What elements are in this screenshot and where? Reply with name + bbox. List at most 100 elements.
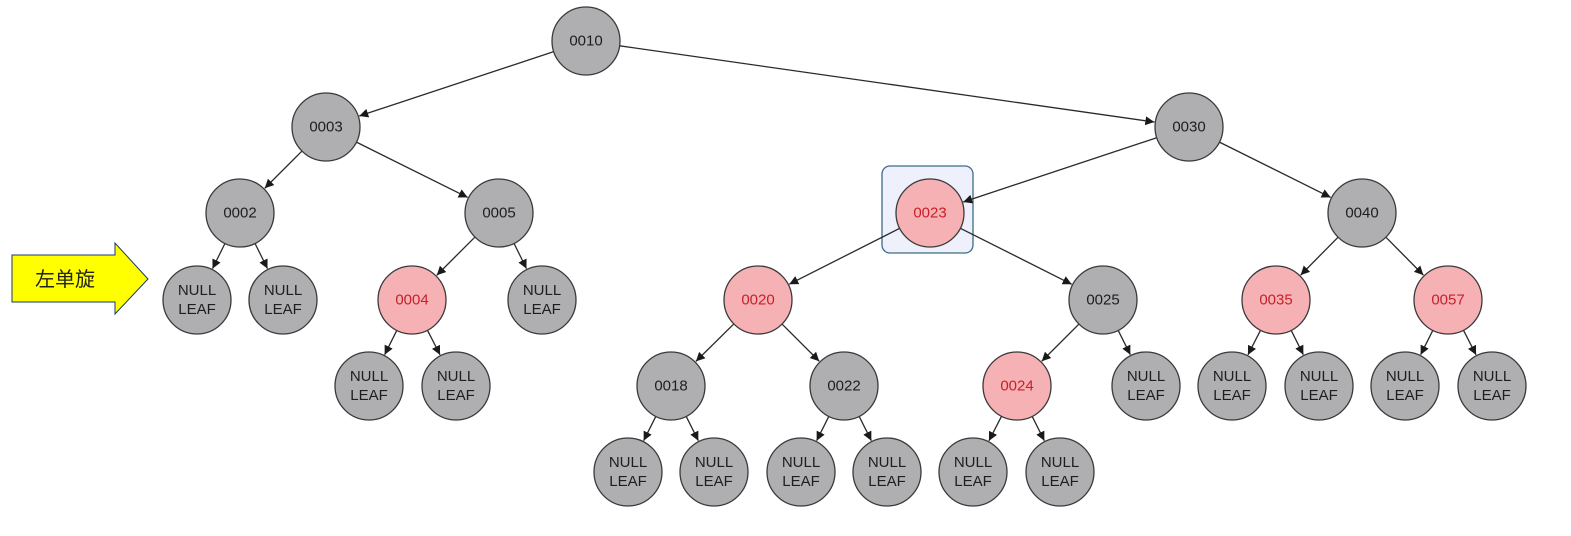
edge-n0040-n0035 <box>1300 236 1339 276</box>
edge-n0004-l0004a <box>384 330 398 355</box>
node-label: 0005 <box>482 205 515 222</box>
node-label: LEAF <box>523 301 561 318</box>
edge-n0003-n0005 <box>356 141 468 199</box>
edge-n0025-n0024 <box>1041 323 1080 362</box>
node-circle <box>421 351 491 421</box>
edge-n0010-n0030 <box>619 45 1155 126</box>
edge-n0023-n0025 <box>960 227 1073 285</box>
null-leaf-node: NULL LEAF <box>593 437 663 507</box>
node-label: 0022 <box>827 378 860 395</box>
node-circle <box>895 178 965 248</box>
tree-node-0030: 0030 <box>1154 92 1224 162</box>
node-circle <box>551 6 621 76</box>
edge-n0005-l0005b <box>513 243 528 269</box>
edge-n0030-n0023 <box>963 137 1157 204</box>
edge-n0035-l0035a <box>1247 329 1262 356</box>
edge-n0022-l0022b <box>858 416 872 441</box>
node-label: 0024 <box>1000 378 1033 395</box>
node-circle <box>636 351 706 421</box>
node-label: NULL <box>1213 368 1251 385</box>
node-label: 0010 <box>569 33 602 50</box>
node-label: 0004 <box>395 292 428 309</box>
node-label: LEAF <box>1300 387 1338 404</box>
node-circle <box>1111 351 1181 421</box>
node-circle <box>162 265 232 335</box>
edge-n0022-l0022a <box>816 416 830 441</box>
node-label: NULL <box>178 282 216 299</box>
node-label: LEAF <box>1473 387 1511 404</box>
node-circle <box>507 265 577 335</box>
tree-node-0025: 0025 <box>1068 265 1138 335</box>
edge-n0023-n0020 <box>788 227 900 285</box>
node-circle <box>205 178 275 248</box>
node-label: NULL <box>954 454 992 471</box>
node-circle <box>1457 351 1527 421</box>
tree-node-0010: 0010 <box>551 6 621 76</box>
tree-node-0040: 0040 <box>1327 178 1397 248</box>
node-circle <box>1197 351 1267 421</box>
node-label: LEAF <box>1213 387 1251 404</box>
node-circle <box>938 437 1008 507</box>
tree-node-0022: 0022 <box>809 351 879 421</box>
edge-n0057-l0057a <box>1420 330 1434 355</box>
node-label: NULL <box>609 454 647 471</box>
node-circle <box>1370 351 1440 421</box>
node-label: 0003 <box>309 119 342 136</box>
null-leaf-node: NULL LEAF <box>1370 351 1440 421</box>
tree-node-0024: 0024 <box>982 351 1052 421</box>
edge-n0002-l0002b <box>254 243 269 269</box>
node-label: 0057 <box>1431 292 1464 309</box>
node-label: NULL <box>1386 368 1424 385</box>
node-circle <box>723 265 793 335</box>
node-label: 0040 <box>1345 205 1378 222</box>
edge-n0030-n0040 <box>1219 141 1331 199</box>
tree-node-0005: 0005 <box>464 178 534 248</box>
node-label: 0002 <box>223 205 256 222</box>
node-label: LEAF <box>1386 387 1424 404</box>
edge-n0005-n0004 <box>436 236 476 276</box>
node-circle <box>809 351 879 421</box>
node-label: NULL <box>1127 368 1165 385</box>
edge-n0010-n0003 <box>359 51 554 118</box>
node-label: 0030 <box>1172 119 1205 136</box>
node-circle <box>1068 265 1138 335</box>
node-label: LEAF <box>782 473 820 490</box>
node-label: LEAF <box>609 473 647 490</box>
node-label: LEAF <box>1041 473 1079 490</box>
edge-n0004-l0004b <box>426 329 441 356</box>
edge-n0025-l0025b <box>1117 330 1131 355</box>
node-circle <box>377 265 447 335</box>
node-label: NULL <box>264 282 302 299</box>
node-circle <box>1025 437 1095 507</box>
edge-n0002-l0002a <box>211 243 226 269</box>
node-circle <box>593 437 663 507</box>
node-label: NULL <box>695 454 733 471</box>
node-label: 0035 <box>1259 292 1292 309</box>
edge-n0024-l0024a <box>988 415 1003 442</box>
node-label: NULL <box>437 368 475 385</box>
edge-n0057-l0057b <box>1462 329 1477 356</box>
node-circle <box>1413 265 1483 335</box>
node-label: LEAF <box>264 301 302 318</box>
node-label: NULL <box>1473 368 1511 385</box>
edge-n0035-l0035b <box>1290 330 1304 355</box>
tree-node-0023: 0023 <box>895 178 965 248</box>
node-circle <box>982 351 1052 421</box>
node-label: 0018 <box>654 378 687 395</box>
rotation-label: 左单旋 <box>35 267 95 291</box>
node-label: 0025 <box>1086 292 1119 309</box>
tree-node-0003: 0003 <box>291 92 361 162</box>
edge-n0020-n0022 <box>781 323 820 362</box>
node-circle <box>1327 178 1397 248</box>
node-circle <box>766 437 836 507</box>
edges-layer <box>211 45 1477 442</box>
tree-node-0020: 0020 <box>723 265 793 335</box>
rotation-indicator: 左单旋 <box>11 241 149 316</box>
